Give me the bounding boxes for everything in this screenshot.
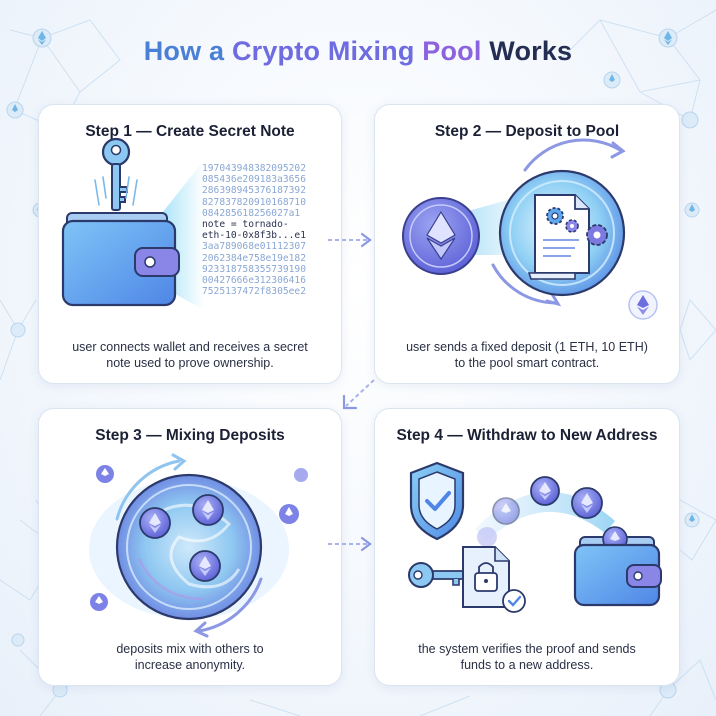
step-2-description: user sends a fixed deposit (1 ETH, 10 ET… [389, 339, 665, 371]
ethereum-icon [90, 593, 108, 611]
step-1-illustration [61, 137, 204, 310]
step-1-description: user connects wallet and receives a secr… [53, 339, 327, 371]
step-2-desc-line: user sends a fixed deposit (1 ETH, 10 ET… [406, 340, 648, 354]
ethereum-icon [139, 507, 171, 539]
secret-note-text: 197043948382095202 085436e209183a3656 28… [202, 163, 306, 297]
step-3-illustration [89, 453, 308, 638]
arrow-icon [328, 232, 372, 248]
step-4-description: the system verifies the proof and sends … [389, 641, 665, 673]
note-digits: 3aa789068e01112307 [202, 241, 306, 253]
ethereum-icon [402, 197, 480, 275]
step-4-illustration [408, 461, 662, 613]
check-badge-icon [502, 589, 526, 613]
ethereum-icon [571, 487, 603, 519]
step-2-title: Step 2 — Deposit to Pool [434, 123, 620, 140]
note-digits: 085436e209183a3656 [202, 174, 306, 186]
step-2-desc-line: to the pool smart contract. [454, 356, 600, 370]
gear-icon [546, 207, 608, 246]
wallet-icon [573, 526, 662, 607]
step-3-desc-line: increase anonymity. [134, 658, 246, 672]
note-digits: 00427666e312306416 [202, 275, 306, 287]
note-value: eth-10-0x8f3b...e1 [202, 230, 306, 242]
wallet-icon [61, 212, 180, 307]
note-digits: 7525137472f8305ee2 [202, 286, 306, 298]
padlock-icon [462, 546, 510, 608]
note-digits: 197043948382095202 [202, 163, 306, 174]
step-3-title: Step 3 — Mixing Deposits [95, 427, 285, 444]
note-label: note = tornado- [202, 219, 289, 231]
ethereum-icon [492, 497, 520, 525]
step-3-card: Step 3 — Mixing Deposits [38, 408, 342, 686]
ethereum-icon [96, 465, 114, 483]
note-digits: 827837820910168710 [202, 196, 306, 208]
step-4-desc-line: the system verifies the proof and sends [418, 642, 636, 656]
ethereum-icon [477, 527, 497, 547]
key-icon [94, 137, 138, 211]
step-2-illustration [402, 138, 658, 320]
step-4-desc-line: funds to a new address. [460, 658, 594, 672]
step-1-desc-line: user connects wallet and receives a secr… [72, 340, 308, 354]
page-title: How a Crypto Mixing Pool Works [0, 36, 716, 67]
arrow-icon [328, 536, 372, 552]
ethereum-icon [189, 550, 221, 582]
step-1-desc-line: note used to prove ownership. [106, 356, 274, 370]
ethereum-icon [294, 468, 308, 482]
note-digits: 084285618256027a1 [202, 207, 301, 219]
title-part-3: Pool [422, 36, 490, 66]
note-digits: 923318758355739190 [202, 263, 306, 275]
ethereum-icon [192, 494, 224, 526]
step-3-description: deposits mix with others to increase ano… [53, 641, 327, 673]
ethereum-icon [530, 476, 560, 506]
title-part-2: Crypto Mixing [231, 36, 423, 66]
arrow-icon [342, 379, 375, 410]
key-icon [408, 562, 468, 588]
title-part-1: How a [143, 36, 232, 66]
note-digits: 2062384e758e19e182 [202, 252, 306, 264]
step-3-desc-line: deposits mix with others to [116, 642, 264, 656]
ethereum-icon [628, 290, 658, 320]
title-part-4: Works [489, 36, 573, 66]
step-2-card: Step 2 — Deposit to Pool [374, 104, 680, 384]
step-1-card: Step 1 — Create Secret Note [38, 104, 342, 384]
step-1-title: Step 1 — Create Secret Note [85, 123, 295, 140]
note-digits: 286398945376187392 [202, 185, 306, 197]
shield-check-icon [409, 461, 465, 541]
step-4-title: Step 4 — Withdraw to New Address [396, 427, 658, 444]
ethereum-icon [279, 504, 299, 524]
step-4-card: Step 4 — Withdraw to New Address [374, 408, 680, 686]
smart-contract-icon [527, 194, 590, 280]
